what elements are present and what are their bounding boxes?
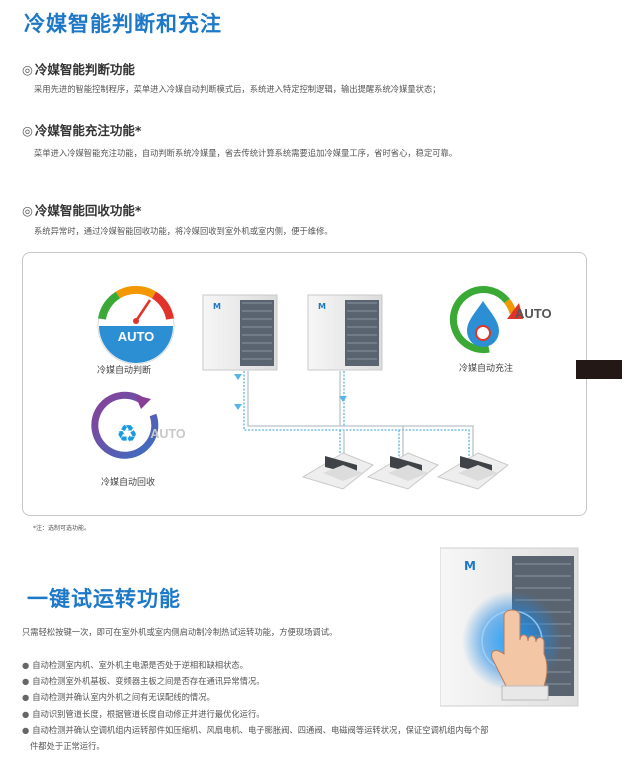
feature-judge-desc: 采用先进的智能控制程序，菜单进入冷媒自动判断模式后，系统进入特定控制逻辑，输出提…	[34, 84, 441, 94]
circle-mark-icon: ◎	[22, 203, 33, 218]
outdoor-unit-1: M	[202, 294, 278, 371]
refrigerant-diagram: AUTO 冷媒自动判断 ♻ AUTO 冷媒自动回收 AUTO 冷媒自动充注 M	[91, 285, 552, 490]
caption-recover: 冷媒自动回收	[101, 476, 155, 488]
bullet-icon: ●	[22, 692, 30, 703]
refrigerant-diagram-panel: AUTO 冷媒自动判断 ♻ AUTO 冷媒自动回收 AUTO 冷媒自动充注 M	[22, 252, 587, 516]
gauge-auto-label: AUTO	[118, 329, 155, 344]
refrigerant-pipes	[234, 371, 474, 458]
brand-logo-icon: M	[213, 302, 221, 311]
recycle-auto-icon: ♻ AUTO	[91, 391, 186, 459]
feature-judge-heading: ◎冷媒智能判断功能	[22, 59, 135, 78]
bullet-icon: ●	[22, 676, 30, 687]
indoor-unit-1	[301, 452, 374, 490]
gauge-auto-icon: AUTO	[97, 285, 175, 365]
list-item: ●自动检测并确认室内外机之间有无误配线的情况。	[22, 692, 215, 703]
section1-title: 冷媒智能判断和充注	[24, 12, 222, 36]
feature-bullet-list: ●自动检测室内机、室外机主电源是否处于逆相和缺相状态。 ●自动检测室外机基板、变…	[22, 657, 489, 754]
circle-mark-icon: ◎	[22, 123, 33, 138]
brand-logo-icon: M	[464, 559, 476, 573]
indoor-unit-3	[436, 452, 509, 490]
one-key-test-illustration: M	[440, 547, 579, 707]
feature-recover-desc: 系统异常时，通过冷媒智能回收功能，将冷媒回收到室外机或室内侧，便于维修。	[34, 226, 333, 236]
caption-judge: 冷媒自动判断	[97, 364, 151, 376]
caption-charge: 冷媒自动充注	[459, 362, 513, 374]
feature-charge-desc: 菜单进入冷媒智能充注功能，自动判断系统冷媒量，省去传统计算系统需要追加冷媒量工序…	[34, 148, 458, 158]
feature-recover-heading: ◎冷媒智能回收功能*	[22, 200, 141, 219]
feature-charge-title: 冷媒智能充注功能*	[34, 123, 142, 138]
list-item: ●自动识别管道长度，根据管道长度自动修正并进行最优化运行。	[22, 708, 265, 719]
list-item: ●自动检测并确认空调机组内运转部件如压缩机、风扇电机、电子膨胀阀、四通阀、电磁阀…	[22, 724, 489, 735]
bullet-icon: ●	[22, 708, 30, 719]
feature-charge-heading: ◎冷媒智能充注功能*	[22, 120, 141, 139]
outdoor-unit-2: M	[307, 294, 383, 371]
list-item: 件都处于正常运行。	[30, 741, 105, 752]
droplet-auto-icon: AUTO	[449, 286, 552, 354]
hand-press-icon	[491, 609, 549, 701]
list-item: ●自动检测室外机基板、变频器主板之间是否存在通讯异常情况。	[22, 676, 265, 687]
recycle-auto-label: AUTO	[150, 427, 185, 441]
side-tab	[576, 360, 622, 379]
list-item: ●自动检测室内机、室外机主电源是否处于逆相和缺相状态。	[22, 660, 248, 670]
recycle-icon: ♻	[116, 420, 138, 448]
feature-judge-title: 冷媒智能判断功能	[34, 62, 135, 77]
feature-recover-title: 冷媒智能回收功能*	[34, 203, 142, 218]
footnote: *注：选制可选功能。	[33, 525, 91, 532]
droplet-auto-label: AUTO	[515, 306, 552, 321]
bullet-icon: ●	[22, 660, 30, 670]
indoor-unit-2	[366, 452, 439, 490]
brand-logo-icon: M	[318, 302, 326, 311]
bullet-icon: ●	[22, 724, 30, 735]
section2-title: 一键试运转功能	[27, 587, 181, 611]
section2-intro: 只需轻松按键一次，即可在室外机或室内侧启动制冷制热试运转功能，方便现场调试。	[22, 627, 338, 637]
circle-mark-icon: ◎	[22, 62, 33, 77]
